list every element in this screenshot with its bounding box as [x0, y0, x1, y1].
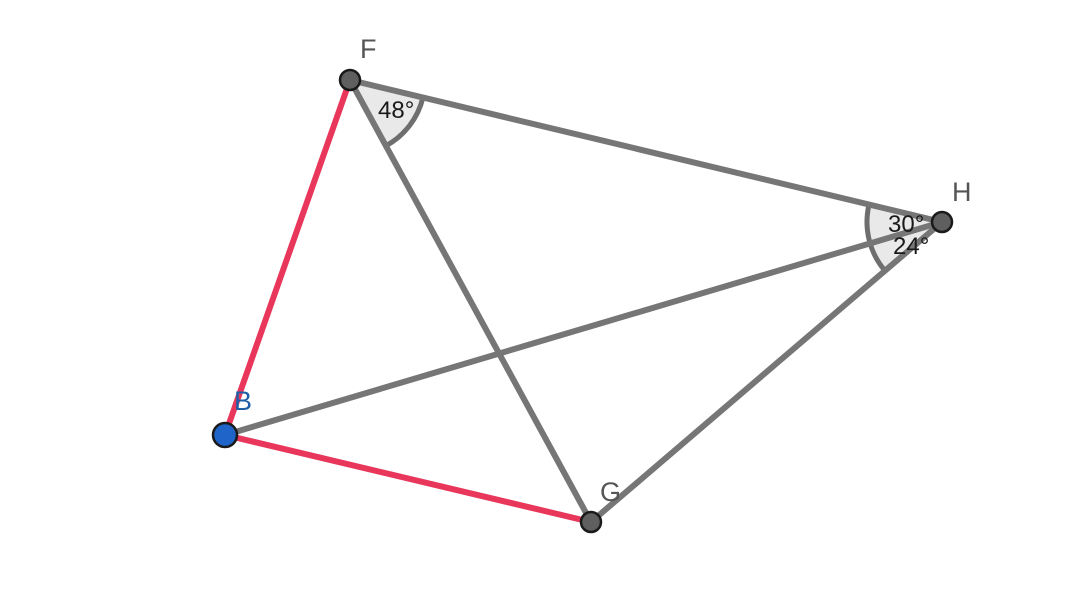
angle-h-lower-label: 24°: [893, 233, 929, 260]
point-f[interactable]: [338, 68, 362, 92]
angle-h-sector: [866, 204, 942, 271]
segment-bf[interactable]: [222, 77, 353, 438]
segment-fg[interactable]: [347, 77, 594, 525]
angle-h-arc: [864, 203, 887, 273]
point-b[interactable]: [211, 421, 239, 449]
angle-h-upper-label: 30°: [888, 211, 924, 238]
segment-bg[interactable]: [222, 432, 594, 525]
point-g[interactable]: [579, 510, 603, 534]
point-b-label: B: [234, 386, 252, 416]
angle-f-label: 48°: [378, 97, 414, 124]
point-g-label: G: [600, 477, 621, 507]
segment-fh[interactable]: [347, 77, 945, 225]
point-f-label: F: [360, 34, 377, 64]
point-h-label: H: [952, 177, 972, 207]
point-h[interactable]: [930, 210, 954, 234]
segment-gh[interactable]: [588, 219, 945, 525]
angle-f-arc: [384, 96, 426, 149]
segment-bh[interactable]: [222, 219, 945, 438]
